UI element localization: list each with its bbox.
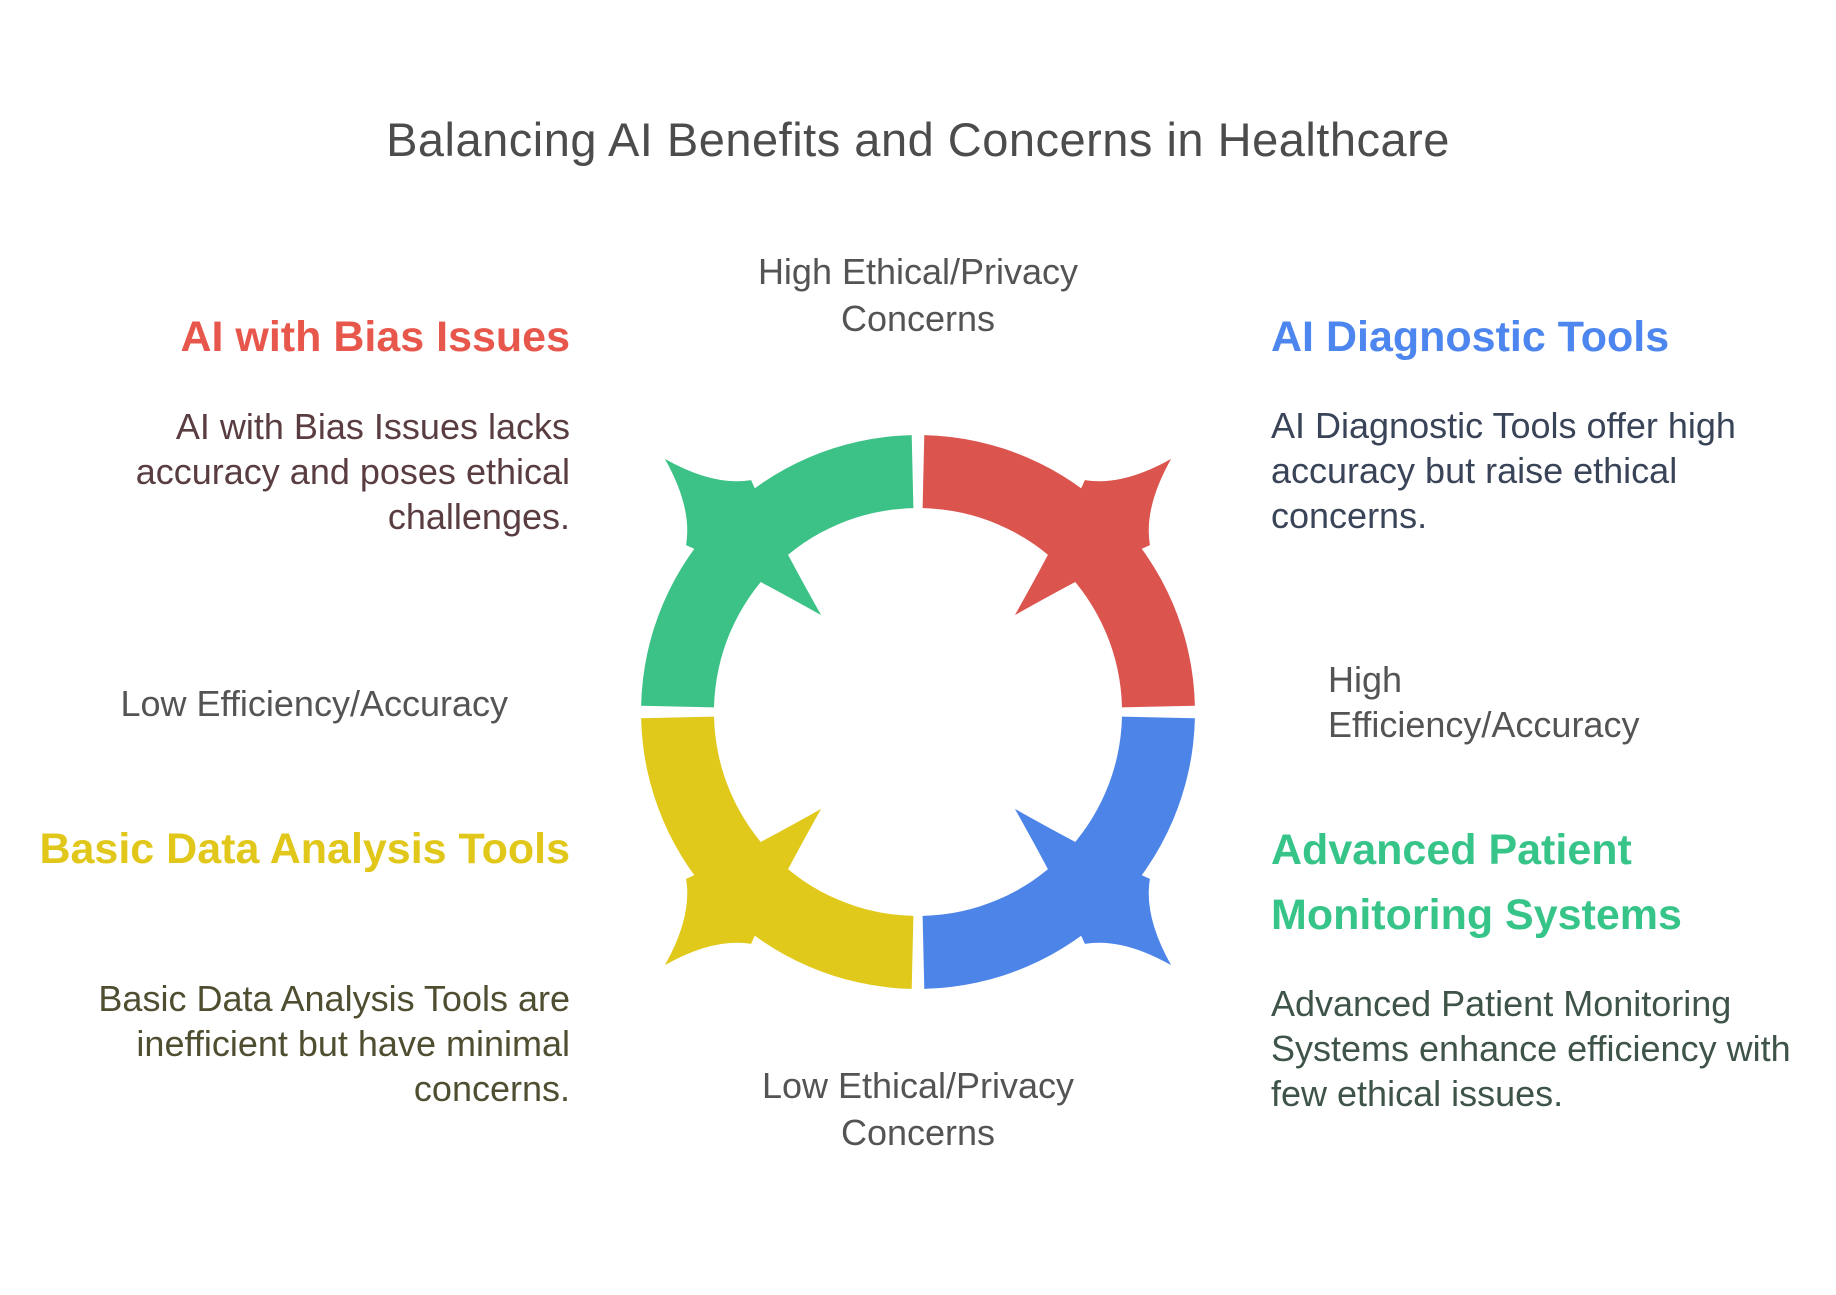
axis-label-right-line2: Efficiency/Accuracy xyxy=(1328,704,1640,745)
quadrant-bottom-right-heading: Advanced Patient Monitoring Systems xyxy=(1271,826,1682,939)
axis-label-left: Low Efficiency/Accuracy xyxy=(120,683,509,724)
segment-arrow-star-blue xyxy=(1014,808,1172,966)
axis-label-right: High Efficiency/Accuracy xyxy=(1328,657,1748,747)
quadrant-bottom-right-description: Advanced Patient Monitoring Systems enha… xyxy=(1271,983,1791,1114)
axis-label-right-line1: High xyxy=(1328,659,1403,700)
axis-label-top-line2: Concerns xyxy=(840,298,996,339)
cycle-segment-bottom-right xyxy=(922,716,1195,989)
axis-label-top-line1: High Ethical/Privacy xyxy=(757,251,1079,292)
quadrant-bottom-left-heading: Basic Data Analysis Tools xyxy=(39,825,570,873)
axis-label-bottom-line1: Low Ethical/Privacy xyxy=(761,1065,1075,1106)
segment-arc-blue xyxy=(922,716,1195,989)
segment-arc-red xyxy=(922,435,1195,708)
segment-arc-yellow xyxy=(641,716,914,989)
page-title: Balancing AI Benefits and Concerns in He… xyxy=(386,113,1450,166)
cycle-segment-top-right xyxy=(922,435,1195,708)
quadrant-top-left-heading: AI with Bias Issues xyxy=(180,313,570,361)
segment-arc-green xyxy=(641,435,914,708)
cycle-segment-bottom-left xyxy=(641,716,914,989)
axis-label-bottom: Low Ethical/Privacy Concerns xyxy=(0,1062,1836,1156)
cycle-segment-top-left xyxy=(641,435,914,708)
quadrant-top-left-description: AI with Bias Issues lacks accuracy and p… xyxy=(135,406,570,537)
cycle-diagram xyxy=(641,435,1195,989)
axis-label-bottom-line2: Concerns xyxy=(840,1112,996,1153)
quadrant-top-right-heading: AI Diagnostic Tools xyxy=(1271,313,1670,361)
axis-label-top: High Ethical/Privacy Concerns xyxy=(0,248,1836,342)
quadrant-bottom-left-description: Basic Data Analysis Tools are inefficien… xyxy=(98,978,570,1109)
quadrant-top-right-description: AI Diagnostic Tools offer high accuracy … xyxy=(1271,405,1736,536)
segment-arrow-star-green xyxy=(664,458,822,616)
segment-arrow-star-red xyxy=(1014,458,1172,616)
segment-arrow-star-yellow xyxy=(664,808,822,966)
